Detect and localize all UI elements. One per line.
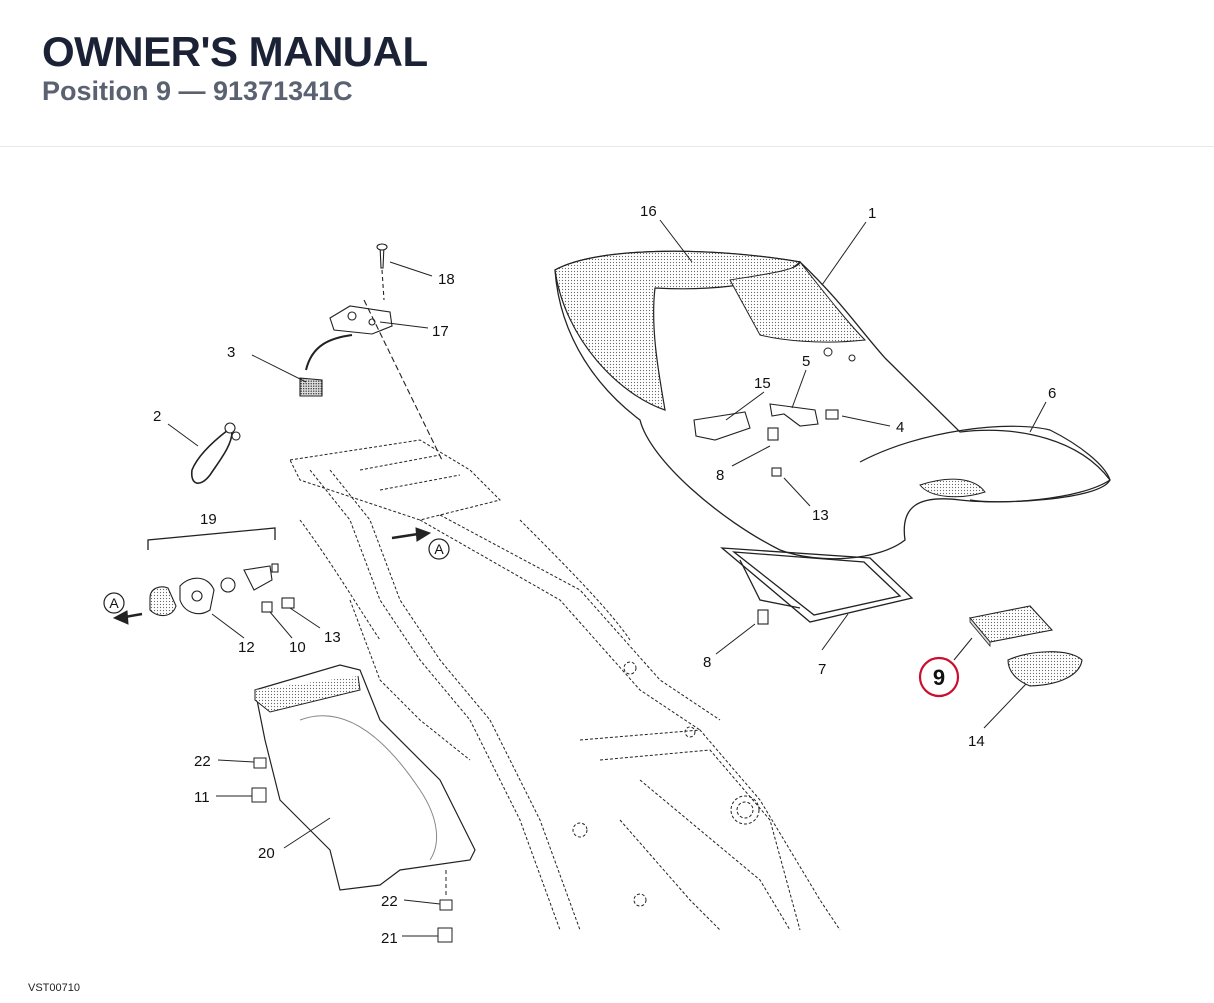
- tray-part: [720, 547, 914, 623]
- callout-6: 6: [1048, 385, 1056, 402]
- callout-14: 14: [968, 733, 985, 750]
- callout-8-lower: 8: [703, 654, 711, 671]
- left-upper-parts: [190, 243, 443, 484]
- exploded-parts-diagram: 16 1 6 4 5 15 8 13 7 8 14 18 17 3 2 19 1…: [103, 203, 1111, 947]
- seat-assembly: [554, 250, 1111, 560]
- page-title: OWNER'S MANUAL: [42, 28, 428, 75]
- reference-a-arrows: [112, 527, 432, 625]
- callout-13-left: 13: [324, 629, 341, 646]
- highlight-position-9[interactable]: 9: [918, 656, 960, 698]
- callout-22-lower: 22: [381, 893, 398, 910]
- callout-21: 21: [381, 930, 398, 947]
- callout-20: 20: [258, 845, 275, 862]
- callout-3: 3: [227, 344, 235, 361]
- callout-13-right: 13: [812, 507, 829, 524]
- reference-a-markers: A A: [103, 538, 450, 614]
- frame-drawing: [289, 439, 841, 931]
- reference-a-left-circle: [103, 592, 125, 614]
- callout-17: 17: [432, 323, 449, 340]
- reference-a-right-label: A: [434, 541, 444, 557]
- part-20-cover: [251, 664, 476, 943]
- callout-7: 7: [818, 661, 826, 678]
- highlight-ring: [918, 656, 960, 698]
- callout-12: 12: [238, 639, 255, 656]
- callout-10: 10: [289, 639, 306, 656]
- drawing-code: VST00710: [28, 982, 80, 994]
- callout-19: 19: [200, 511, 217, 528]
- callout-11: 11: [194, 789, 210, 806]
- leader-lines: [167, 219, 1047, 937]
- part-14-cushion: [1007, 651, 1083, 687]
- callout-15: 15: [754, 375, 771, 392]
- callout-16: 16: [640, 203, 657, 220]
- callout-1: 1: [868, 205, 876, 222]
- callout-5: 5: [802, 353, 810, 370]
- callout-4: 4: [896, 419, 904, 436]
- part-9-pad: [968, 605, 1054, 648]
- callout-8-upper: 8: [716, 467, 724, 484]
- page-header: OWNER'S MANUAL Position 9 — 91371341C: [0, 0, 1214, 147]
- page-subtitle: Position 9 — 91371341C: [42, 76, 353, 106]
- reference-a-left-label: A: [109, 595, 119, 611]
- callout-18: 18: [438, 271, 455, 288]
- callout-2: 2: [153, 408, 161, 425]
- reference-a-right-circle: [428, 538, 450, 560]
- highlight-label: 9: [933, 665, 945, 690]
- brackets: [693, 403, 839, 625]
- part-19-group: [147, 527, 295, 617]
- callout-22-upper: 22: [194, 753, 211, 770]
